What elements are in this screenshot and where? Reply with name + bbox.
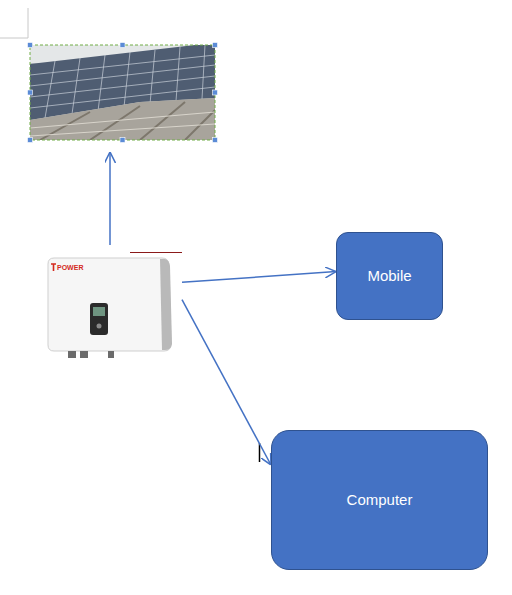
node-label: Computer — [347, 491, 413, 509]
process-box: Computer — [271, 430, 488, 570]
node-label: Mobile — [367, 267, 411, 285]
solar-panel-photo — [30, 45, 215, 140]
selection-frame — [30, 45, 215, 140]
flow-arrow — [182, 300, 271, 465]
selection-handles — [28, 43, 218, 143]
text-cursor — [259, 443, 261, 462]
inverter-device: POWER — [42, 252, 182, 360]
inverter-photo — [42, 252, 182, 360]
page-margin-mark — [28, 8, 29, 38]
page-margin-mark — [0, 38, 28, 39]
flow-arrow — [109, 152, 111, 245]
flow-arrow — [182, 272, 336, 283]
process-box: Mobile — [336, 232, 443, 320]
brand-logo: POWER — [57, 264, 83, 271]
